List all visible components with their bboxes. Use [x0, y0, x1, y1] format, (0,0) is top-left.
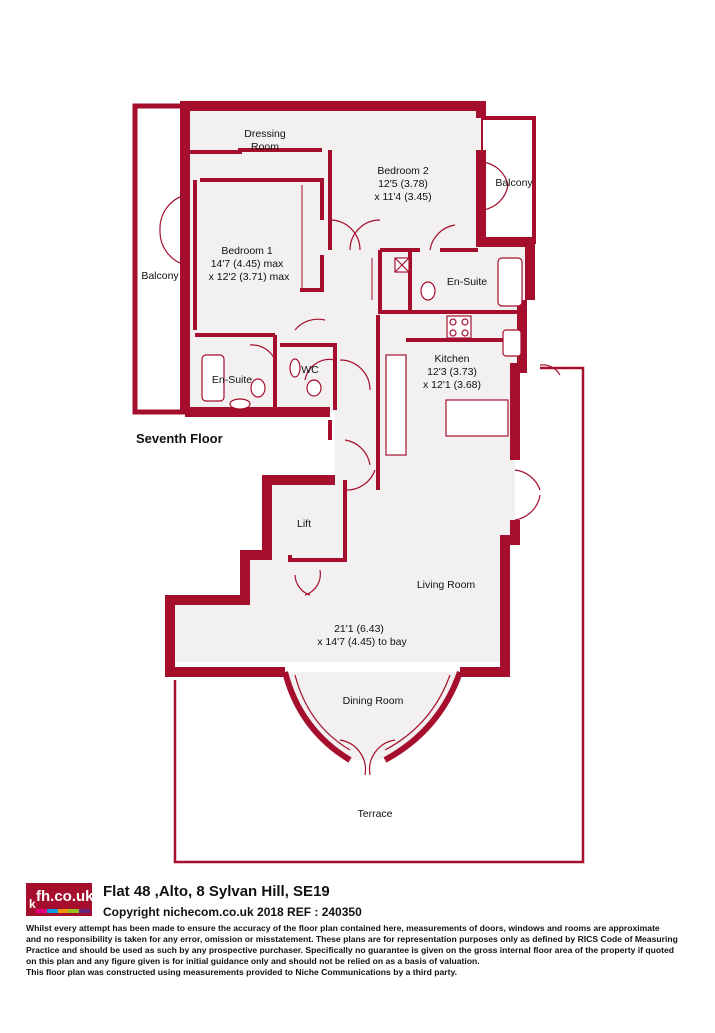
floor-area [175, 106, 534, 760]
logo-bar [68, 909, 80, 913]
bedroom1-dim2: x 12'2 (3.71) max [209, 271, 291, 283]
bedroom1-dim1: 14'7 (4.45) max [211, 258, 284, 270]
dressing-room-label-1: Dressing [244, 128, 286, 140]
floor-label: Seventh Floor [136, 431, 223, 446]
disclaimer-line: Whilst every attempt has been made to en… [26, 923, 660, 933]
outer-walls [165, 101, 535, 677]
logo-bar [46, 909, 58, 913]
kitchen-name: Kitchen [434, 353, 469, 365]
logo-text: fh.co.uk [36, 888, 94, 905]
kitchen-dim1: 12'3 (3.73) [427, 366, 477, 378]
fixtures [201, 257, 523, 456]
disclaimer: Whilst every attempt has been made to en… [26, 923, 711, 978]
wc-label: WC [301, 364, 319, 376]
balcony-right-label: Balcony [495, 177, 533, 189]
disclaimer-line: on this plan and any figure given is for… [26, 956, 480, 966]
kitchen-dim2: x 12'1 (3.68) [423, 379, 481, 391]
dressing-room-label-2: Room [251, 141, 279, 153]
terrace-outline [173, 366, 585, 864]
wardrobe-lines [301, 185, 373, 300]
agent-logo: fh.co.uk k [26, 883, 94, 916]
ensuite-left-label: En-Suite [212, 374, 252, 386]
lift-label: Lift [297, 518, 311, 530]
bedroom1-name: Bedroom 1 [221, 245, 273, 257]
balcony-left-area [132, 103, 188, 415]
terrace-label: Terrace [357, 808, 392, 820]
ensuite-right-label: En-Suite [447, 276, 487, 288]
logo-bar [57, 909, 69, 913]
internal-walls [190, 148, 522, 562]
room-labels: Dressing Room Bedroom 2 12'5 (3.78) x 11… [136, 128, 533, 820]
logo-color-bars [36, 909, 90, 913]
balcony-left-label: Balcony [141, 270, 179, 282]
bedroom2-dim1: 12'5 (3.78) [378, 178, 428, 190]
main-dim2: x 14'7 (4.45) to bay [317, 636, 407, 648]
living-room-label: Living Room [417, 579, 476, 591]
disclaimer-line: and no responsibility is taken for any e… [26, 934, 678, 944]
main-dim1: 21'1 (6.43) [334, 623, 384, 635]
bedroom2-dim2: x 11'4 (3.45) [374, 191, 431, 203]
logo-k: k [29, 897, 36, 911]
copyright-line: Copyright nichecom.co.uk 2018 REF : 2403… [103, 905, 362, 919]
dining-room-label: Dining Room [343, 695, 404, 707]
disclaimer-line: Practice and should be used as such by a… [26, 945, 675, 955]
logo-bar [36, 909, 47, 913]
bay-window [282, 671, 463, 763]
door-swings [159, 161, 561, 776]
logo-bar [79, 909, 90, 913]
property-title: Flat 48 ,Alto, 8 Sylvan Hill, SE19 [103, 883, 330, 900]
disclaimer-line: This floor plan was constructed using me… [26, 967, 458, 977]
bedroom2-name: Bedroom 2 [377, 165, 429, 177]
